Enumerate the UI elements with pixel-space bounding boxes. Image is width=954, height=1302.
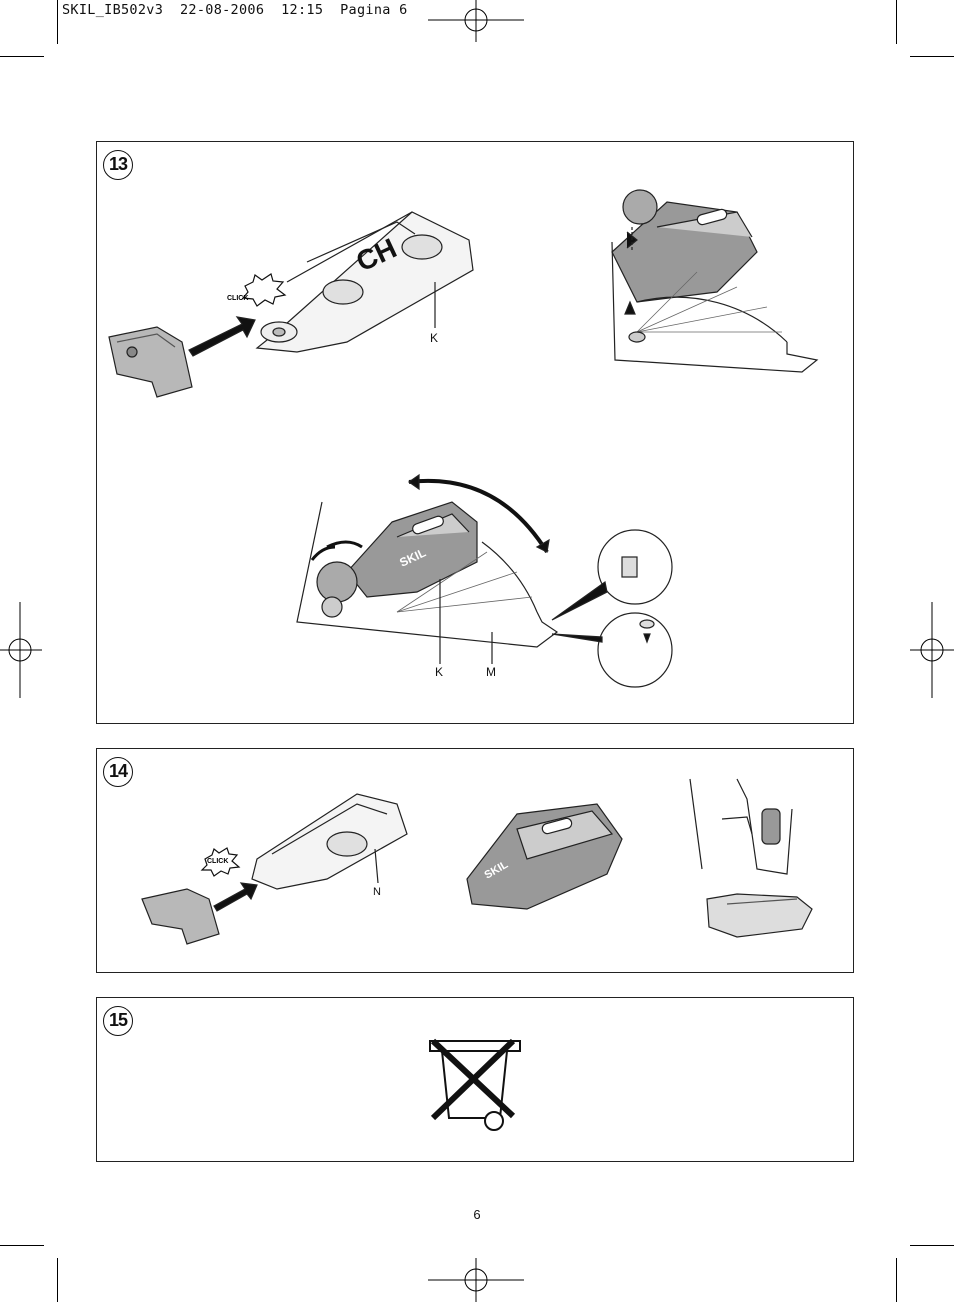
click-burst-label: CLICK	[227, 295, 248, 302]
figure-number-15: 15	[103, 1006, 133, 1036]
label-n: N	[373, 886, 381, 898]
click-burst-label: CLICK	[207, 858, 228, 865]
label-k-top: K	[430, 331, 439, 345]
figure-panel-13: CH	[96, 141, 854, 724]
figure-number-13: 13	[103, 150, 133, 180]
print-slug: SKIL_IB502v3 22-08-2006 12:15 Pagina 6	[62, 2, 408, 18]
storage-illustration: CLICK SKIL	[141, 778, 813, 945]
figure-panel-14: CLICK SKIL 14 N	[96, 748, 854, 973]
label-m: M	[486, 665, 496, 679]
crossed-out-wheelie-bin-icon	[429, 1038, 521, 1131]
figure-panel-15: 15	[96, 997, 854, 1162]
page-number: 6	[473, 1207, 481, 1222]
figure-number-14: 14	[103, 757, 133, 787]
laser-mounting-illustration: CH	[108, 189, 819, 688]
label-k-bottom: K	[435, 665, 444, 679]
